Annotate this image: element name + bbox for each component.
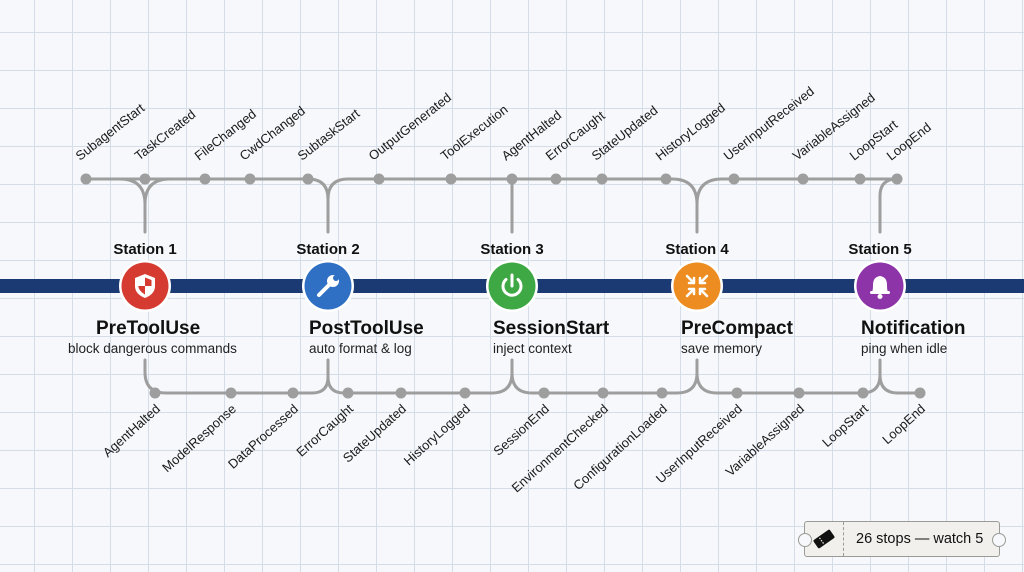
stop-dot-bottom-data-processed [287, 387, 299, 399]
station-2[interactable]: Station 2 PostToolUse auto format & log [296, 241, 423, 356]
station-4[interactable]: Station 4 PreCompact save memory [665, 241, 793, 356]
stop-label-top-history-logged: HistoryLogged [653, 100, 728, 163]
stop-dot-top-state-updated [596, 173, 608, 185]
bottom-branch-track [143, 358, 922, 395]
station-4-label: Station 4 [665, 241, 729, 258]
stop-dot-bottom-user-input-received [731, 387, 743, 399]
stop-dot-bottom-loop-end [914, 387, 926, 399]
stop-dot-bottom-model-response [225, 387, 237, 399]
stop-dot-bottom-state-updated [395, 387, 407, 399]
ticket-text: 26 stops — watch 5 [856, 531, 984, 547]
stations: Station 1 PreToolUse block dangerous comma… [68, 241, 966, 356]
stop-dot-top-subtask-start [302, 173, 314, 185]
stop-dot-top-file-changed [199, 173, 211, 185]
station-1-label: Station 1 [113, 241, 176, 258]
station-2-description: auto format & log [309, 341, 412, 356]
stop-dot-top-loop-end [891, 173, 903, 185]
stop-dot-bottom-variable-assigned [793, 387, 805, 399]
stop-label-bottom-agent-halted: AgentHalted [100, 401, 163, 460]
wrench-icon [317, 275, 339, 297]
stop-dot-top-task-created [139, 173, 151, 185]
stop-dot-bottom-loop-start [857, 387, 869, 399]
stop-dot-top-loop-start [854, 173, 866, 185]
bell-icon [870, 276, 890, 299]
stop-dot-top-agent-halted [506, 173, 518, 185]
stop-label-bottom-loop-start: LoopStart [819, 401, 871, 450]
station-2-label: Station 2 [296, 241, 359, 258]
ticket-icon [805, 522, 844, 556]
station-4-description: save memory [681, 341, 762, 356]
station-1[interactable]: Station 1 PreToolUse block dangerous comma… [68, 241, 237, 356]
stop-dot-top-variable-assigned [797, 173, 809, 185]
stop-label-bottom-history-logged: HistoryLogged [401, 401, 473, 468]
station-4-badge[interactable] [673, 262, 721, 310]
stop-dot-top-subagent-start [80, 173, 92, 185]
stop-dot-top-cwd-changed [244, 173, 256, 185]
station-5[interactable]: Station 5 Notification ping when idle [848, 241, 965, 356]
top-branch-track [84, 177, 899, 234]
stop-dot-bottom-agent-halted [149, 387, 161, 399]
stop-dot-top-output-generated [373, 173, 385, 185]
stop-count-ticket: 26 stops — watch 5 [798, 521, 1006, 557]
top-stops: SubagentStartTaskCreatedFileChangedCwdCh… [73, 83, 934, 185]
station-4-hook-name: PreCompact [681, 318, 794, 339]
station-1-description: block dangerous commands [68, 341, 237, 356]
compress-arrows-icon [685, 274, 709, 298]
stop-label-bottom-loop-end: LoopEnd [879, 401, 928, 447]
station-3-hook-name: SessionStart [493, 318, 610, 339]
station-3-description: inject context [493, 341, 572, 356]
station-5-description: ping when idle [861, 341, 947, 356]
stop-label-bottom-session-end: SessionEnd [490, 401, 552, 459]
stop-dot-top-user-input-received [728, 173, 740, 185]
station-5-label: Station 5 [848, 241, 911, 258]
bottom-stops: AgentHaltedModelResponseDataProcessedErr… [100, 387, 928, 495]
station-5-hook-name: Notification [861, 318, 966, 339]
stop-dot-bottom-configuration-loaded [656, 387, 668, 399]
station-3[interactable]: Station 3 SessionStart inject context [480, 241, 609, 356]
station-2-hook-name: PostToolUse [309, 318, 424, 339]
stop-dot-bottom-error-caught [342, 387, 354, 399]
stop-label-bottom-environment-checked: EnvironmentChecked [509, 401, 611, 495]
station-1-hook-name: PreToolUse [96, 318, 200, 339]
stop-dot-bottom-history-logged [459, 387, 471, 399]
stop-dot-top-tool-execution [445, 173, 457, 185]
stop-dot-bottom-session-end [538, 387, 550, 399]
stop-dot-bottom-environment-checked [597, 387, 609, 399]
shield-icon [135, 274, 155, 298]
station-3-label: Station 3 [480, 241, 543, 258]
stop-dot-top-error-caught [550, 173, 562, 185]
stop-dot-top-history-logged [660, 173, 672, 185]
power-icon [501, 273, 523, 297]
